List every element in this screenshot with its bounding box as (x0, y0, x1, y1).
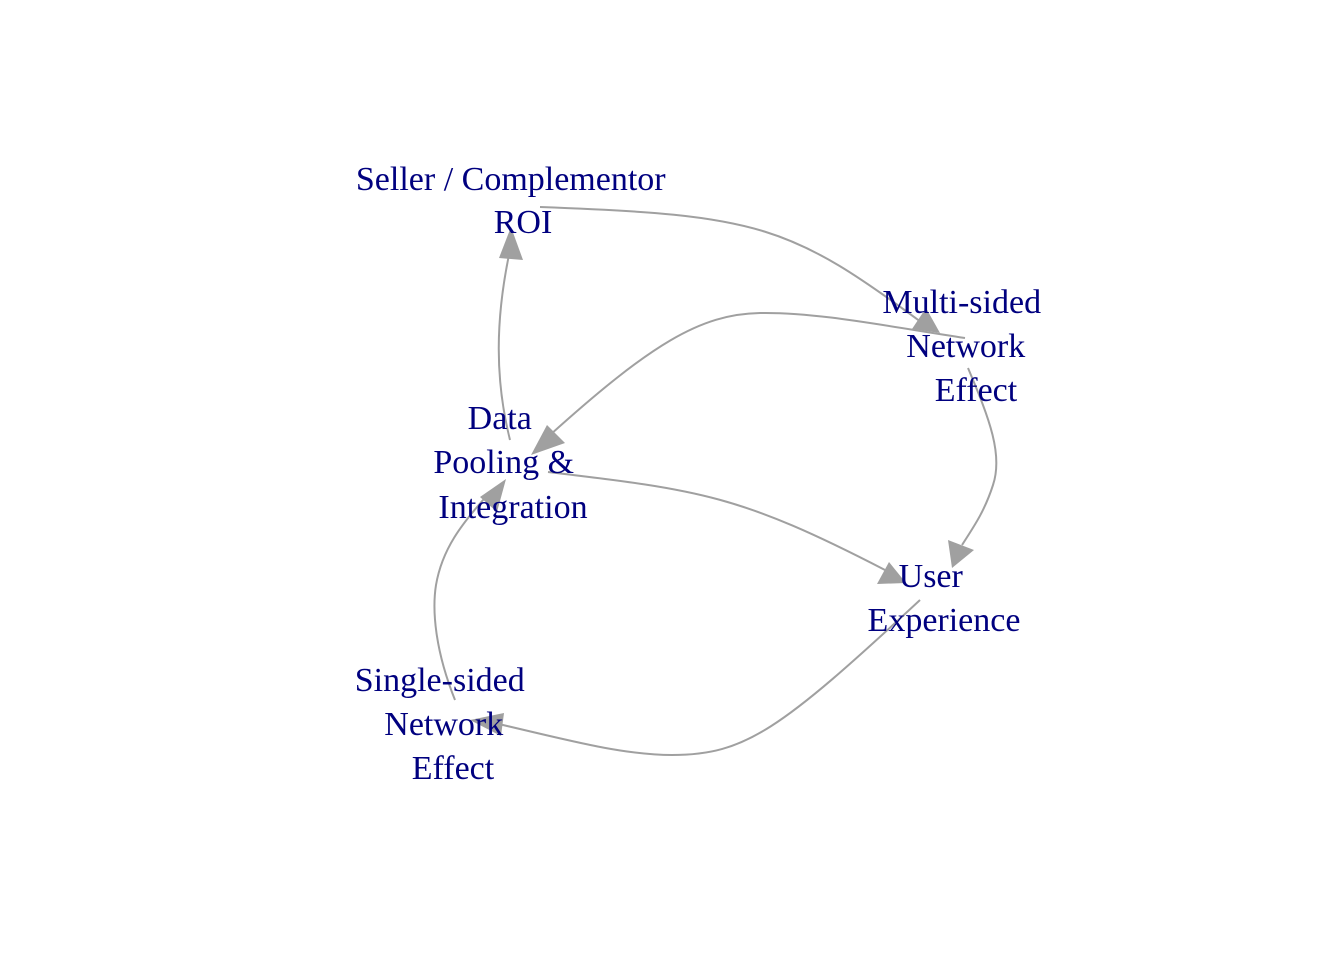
node-seller-roi: Seller / Complementor ROI (356, 161, 674, 241)
edge-multi-sided-to-user-experience (961, 367, 998, 546)
edge-seller-roi-to-multi-sided (539, 206, 926, 326)
arrowhead-to-seller-roi (499, 227, 523, 260)
arrowhead-to-single-sided (470, 713, 504, 736)
nodes: Seller / Complementor ROI Multi-sided Ne… (355, 161, 1049, 787)
arrowhead-to-data-pooling-from-multi-sided (531, 425, 565, 455)
edge-multi-sided-to-data-pooling (549, 311, 966, 436)
arrowhead-to-user-experience-from-multi-sided (948, 540, 974, 568)
edge-data-pooling-to-user-experience (547, 471, 886, 571)
node-multi-sided: Multi-sided Network Effect (882, 284, 1049, 409)
arrowhead-to-data-pooling-from-single-sided (480, 479, 506, 512)
edges (433, 206, 998, 757)
edge-data-pooling-to-seller-roi (497, 249, 511, 441)
arrowhead-to-multi-sided (912, 308, 940, 333)
node-single-sided: Single-sided Network Effect (355, 662, 533, 787)
node-user-experience: User Experience (868, 558, 1021, 639)
arrowheads (470, 227, 974, 736)
edge-user-experience-to-single-sided (489, 599, 921, 757)
arrowhead-to-user-experience-from-data-pooling (877, 562, 906, 584)
edge-single-sided-to-data-pooling (433, 489, 493, 701)
node-data-pooling: Data Pooling & Integration (433, 400, 587, 526)
